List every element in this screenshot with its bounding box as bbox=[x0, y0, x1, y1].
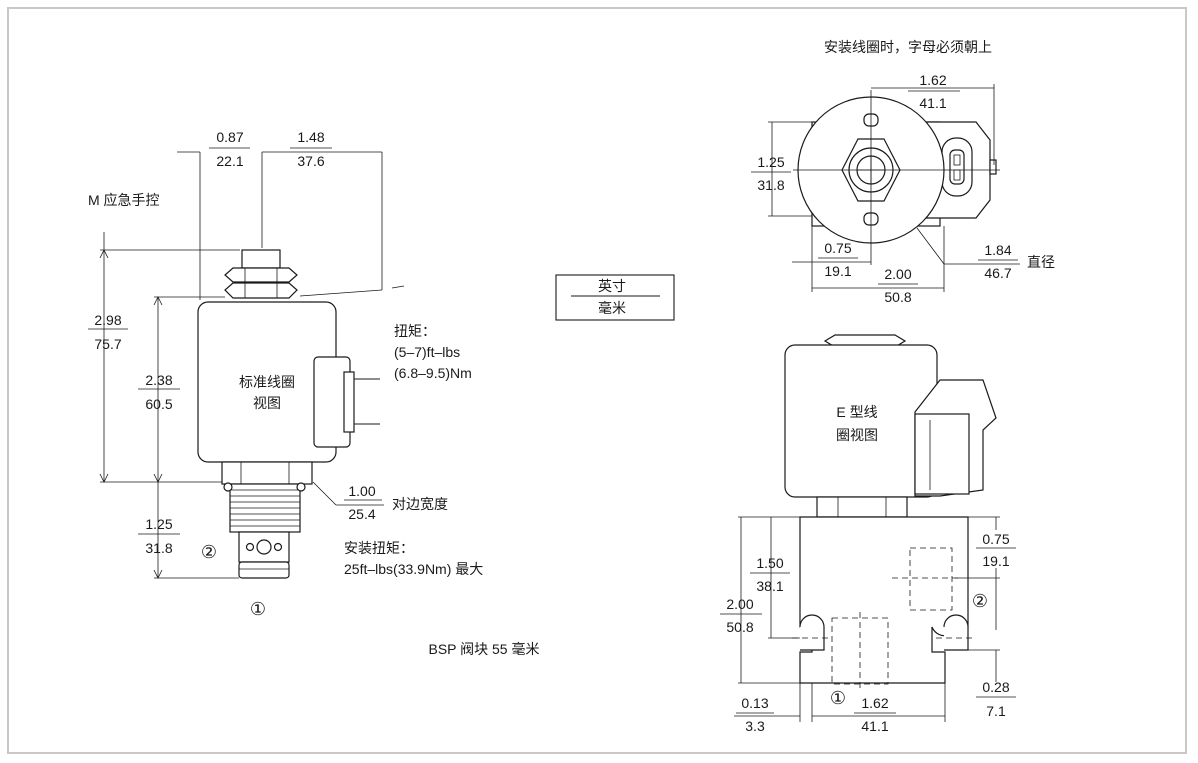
e-dim-edge-l-in: 0.13 bbox=[741, 695, 768, 711]
top-dim-dia-note: 直径 bbox=[1027, 254, 1055, 270]
dim-top-b-in: 1.48 bbox=[297, 129, 324, 145]
e-dim-port2-in: 0.75 bbox=[982, 531, 1009, 547]
dim-overall-mm: 75.7 bbox=[94, 336, 121, 352]
valve-block bbox=[799, 516, 969, 684]
legend-inch: 英寸 bbox=[598, 278, 626, 294]
e-coil-view: E 型线 圈视图 1.50 38.1 2.00 50.8 bbox=[720, 334, 1016, 734]
coil-label-line2: 视图 bbox=[253, 395, 281, 411]
dim-top-a-mm: 22.1 bbox=[216, 153, 243, 169]
dim-top-b-mm: 37.6 bbox=[297, 153, 324, 169]
e-dim-edge-r-mm: 7.1 bbox=[986, 703, 1006, 719]
top-view: 安装线圈时，字母必须朝上 1.62 41.1 1.25 bbox=[751, 39, 1055, 305]
top-dim-height-mm: 31.8 bbox=[757, 177, 784, 193]
torque-ft: (5–7)ft–lbs bbox=[394, 344, 460, 360]
units-legend: 英寸 毫米 bbox=[555, 274, 675, 321]
dim-lower-in: 1.25 bbox=[145, 516, 172, 532]
standard-coil-view: 0.87 22.1 1.48 37.6 M 应急手控 2.98 75.7 2.3… bbox=[88, 129, 483, 619]
top-dim-offset-in: 0.75 bbox=[824, 240, 851, 256]
dim-coil-mm: 60.5 bbox=[145, 396, 172, 412]
e-coil-label-line1: E 型线 bbox=[836, 404, 877, 420]
dim-hex-note: 对边宽度 bbox=[392, 496, 448, 512]
top-dim-height-in: 1.25 bbox=[757, 154, 784, 170]
e-dim-edge-r-in: 0.28 bbox=[982, 679, 1009, 695]
top-dim-width-mm: 41.1 bbox=[919, 95, 946, 111]
manual-override-stem bbox=[241, 249, 281, 269]
e-dim-width-in: 1.62 bbox=[861, 695, 888, 711]
top-view-note: 安装线圈时，字母必须朝上 bbox=[824, 39, 992, 55]
manual-override-label: M 应急手控 bbox=[88, 192, 160, 208]
top-nut bbox=[224, 267, 298, 283]
dim-hex-mm: 25.4 bbox=[348, 506, 375, 522]
install-torque-title: 安装扭矩： bbox=[344, 540, 414, 556]
e-coil-label-line2: 圈视图 bbox=[836, 427, 878, 443]
top-dim-offset-mm: 19.1 bbox=[824, 263, 851, 279]
dim-overall-in: 2.98 bbox=[94, 312, 121, 328]
install-torque-value: 25ft–lbs(33.9Nm) 最大 bbox=[344, 561, 483, 577]
port-2-label: ② bbox=[201, 542, 217, 562]
legend-mm: 毫米 bbox=[598, 300, 626, 316]
block-caption: BSP 阀块 55 毫米 bbox=[428, 641, 539, 657]
dim-top-a-in: 0.87 bbox=[216, 129, 243, 145]
e-dim-width-mm: 41.1 bbox=[861, 718, 888, 734]
coil-label-line1: 标准线圈 bbox=[239, 374, 295, 390]
coil-nut bbox=[224, 282, 298, 299]
e-dim-port-in: 1.50 bbox=[756, 555, 783, 571]
cartridge-nose bbox=[238, 561, 290, 579]
top-dim-base-mm: 50.8 bbox=[884, 289, 911, 305]
torque-nm: (6.8–9.5)Nm bbox=[394, 365, 472, 381]
e-dim-port-mm: 38.1 bbox=[756, 578, 783, 594]
top-dim-width-in: 1.62 bbox=[919, 72, 946, 88]
valve-hex bbox=[221, 461, 313, 485]
dim-lower-mm: 31.8 bbox=[145, 540, 172, 556]
torque-title: 扭矩： bbox=[394, 323, 436, 339]
e-dim-edge-l-mm: 3.3 bbox=[745, 718, 765, 734]
e-dim-port2-mm: 19.1 bbox=[982, 553, 1009, 569]
e-coil-body bbox=[784, 344, 938, 498]
top-dim-dia-mm: 46.7 bbox=[984, 265, 1011, 281]
e-port-2-label: ② bbox=[972, 591, 988, 611]
e-dim-block-in: 2.00 bbox=[726, 596, 753, 612]
dim-hex-in: 1.00 bbox=[348, 483, 375, 499]
dim-coil-in: 2.38 bbox=[145, 372, 172, 388]
e-dim-block-mm: 50.8 bbox=[726, 619, 753, 635]
top-dim-base-in: 2.00 bbox=[884, 266, 911, 282]
top-dim-dia-in: 1.84 bbox=[984, 242, 1011, 258]
port-1-label: ① bbox=[250, 599, 266, 619]
e-port-1-label: ① bbox=[830, 688, 846, 708]
